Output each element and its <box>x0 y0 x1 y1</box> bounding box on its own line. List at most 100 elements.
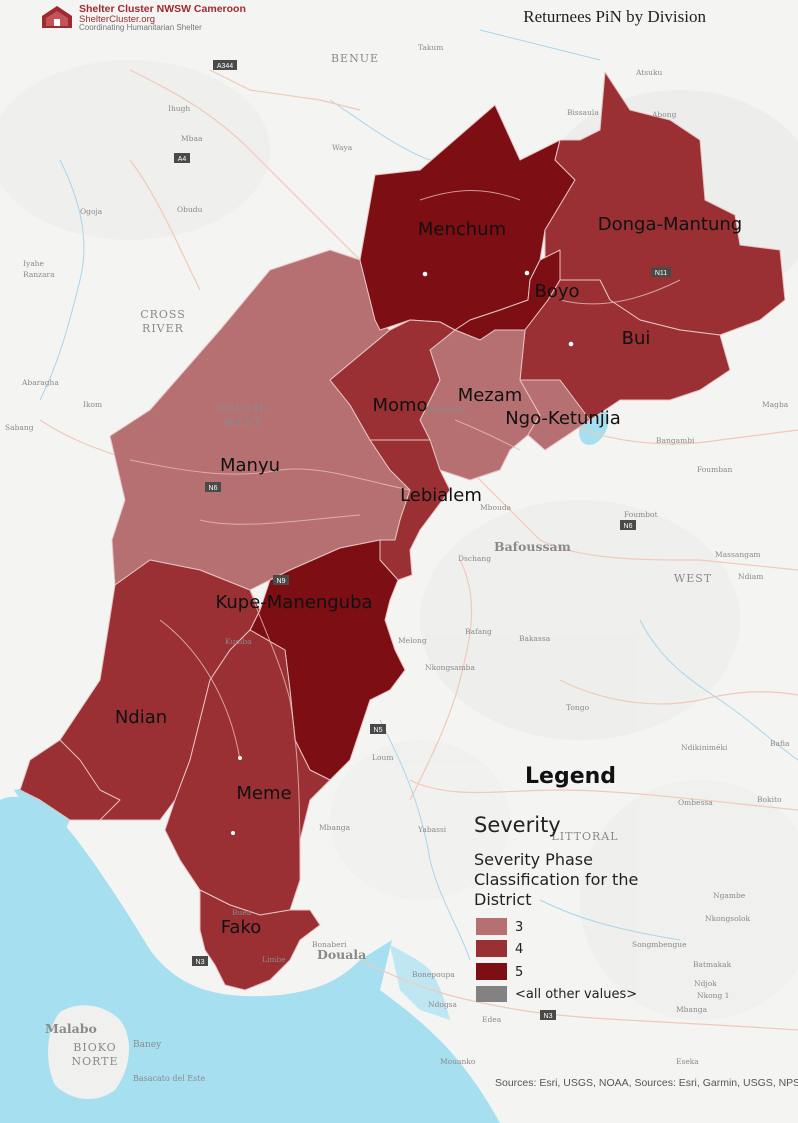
town-label: Songmbengue <box>632 940 687 949</box>
basemap-rivers <box>39 29 798 961</box>
town-label: Dschang <box>458 554 491 563</box>
road-label: A4 <box>178 156 187 163</box>
legend-label-4: 4 <box>515 942 523 957</box>
division-label-meme: Meme <box>236 783 291 804</box>
division-label-ndian: Ndian <box>115 707 167 728</box>
logo-name: Shelter Cluster NWSW Cameroon <box>79 3 246 15</box>
town-label: Ranzara <box>23 270 55 279</box>
town-labels: Takum Atsuku Bissaula Abong Ihugh Mbaa W… <box>5 43 790 1083</box>
town-label: Mouanko <box>440 1057 476 1066</box>
legend-layer: Severity <box>474 813 561 837</box>
town-label: Mbanga <box>676 1005 708 1014</box>
town-label: Edea <box>482 1015 502 1024</box>
division-label-ngo-ketunjia: Ngo-Ketunjia <box>505 408 621 429</box>
road-label: N6 <box>624 523 633 530</box>
town-label: Bafia <box>770 739 790 748</box>
town-label: Mbanga <box>319 823 351 832</box>
town-label: Nkongsamba <box>425 663 475 672</box>
town-label: Ndikiniméki <box>681 743 728 752</box>
town-label: Ihugh <box>168 104 190 113</box>
region-label: BENUE <box>331 52 379 65</box>
division-fako[interactable] <box>199 889 321 991</box>
region-label: SOUTH- <box>217 402 269 415</box>
road-label: N9 <box>277 578 286 585</box>
map-title: Returnees PiN by Division <box>523 7 706 26</box>
division-donga-mantung[interactable] <box>544 71 786 336</box>
road-label: N6 <box>209 485 218 492</box>
town-label: Eseka <box>676 1057 699 1066</box>
legend-description-line: Classification for the <box>474 870 638 889</box>
legend-label-3: 3 <box>515 920 523 935</box>
town-label: Obudu <box>177 205 203 214</box>
legend-description-line: Severity Phase <box>474 850 593 869</box>
town-label: Nkong 1 <box>697 991 729 1000</box>
town-label: Magba <box>762 400 789 409</box>
town-label: Ndiam <box>738 572 763 581</box>
division-label-donga-mantung: Donga-Mantung <box>598 214 743 235</box>
town-label: Kumba <box>225 637 252 646</box>
division-label-lebialem: Lebialem <box>400 485 482 506</box>
shelter-cluster-logo-icon <box>42 6 72 28</box>
road-shields: A344 A4 N11 N6 N9 N5 N3 N6 N3 <box>174 60 671 1020</box>
town-label: Massangam <box>715 550 761 559</box>
town-label: Melong <box>398 636 427 645</box>
division-label-manyu: Manyu <box>220 455 280 476</box>
logo-tagline: Coordinating Humanitarian Shelter <box>79 23 202 32</box>
town-label: Ngambe <box>713 891 746 900</box>
town-label: Limbe <box>262 955 286 964</box>
town-label: Baney <box>133 1040 162 1050</box>
road-label: N3 <box>544 1013 553 1020</box>
legend-label-5: 5 <box>515 965 523 980</box>
legend: Legend Severity Severity Phase Classific… <box>474 764 638 1002</box>
town-label: Foumbot <box>624 510 658 519</box>
region-label: RIVER <box>142 322 184 335</box>
division-label-boyo: Boyo <box>534 281 579 302</box>
town-label: Abong <box>651 110 677 119</box>
city-label: Malabo <box>45 1021 97 1036</box>
town-label: Sabang <box>5 423 34 432</box>
town-label: Takum <box>418 43 443 52</box>
town-label: Bissaula <box>567 108 599 117</box>
region-labels: BENUE CROSS RIVER SOUTH- WEST WEST LITTO… <box>71 52 712 1068</box>
town-label: Atsuku <box>635 68 663 77</box>
division-label-momo: Momo <box>372 395 427 416</box>
road-label: N11 <box>655 270 667 277</box>
town-label: Bokito <box>757 795 782 804</box>
town-label: Iyahe <box>23 259 45 268</box>
ndian-coast-fringe <box>19 739 121 821</box>
city-labels: Bafoussam Douala Malabo <box>45 539 571 1036</box>
town-label: Ombessa <box>678 798 713 807</box>
region-label: BIOKO <box>73 1041 116 1054</box>
division-label-menchum: Menchum <box>418 219 506 240</box>
town-label: Foumban <box>697 465 733 474</box>
division-label-mezam: Mezam <box>458 385 523 406</box>
town-label: Ogoja <box>80 207 103 216</box>
town-label: Tongo <box>566 703 590 712</box>
division-lebialem[interactable] <box>369 439 451 581</box>
town-label: Bonaberi <box>312 940 347 949</box>
town-label: Abaragha <box>21 378 59 387</box>
town-label: Mbouda <box>480 503 512 512</box>
division-label-kupe-manenguba: Kupe-Manenguba <box>215 592 372 613</box>
division-polygons <box>19 71 786 991</box>
town-label: Bamenda <box>428 405 464 414</box>
map-sources: Sources: Esri, USGS, NOAA, Sources: Esri… <box>495 1077 798 1089</box>
basemap-roads <box>39 69 798 1031</box>
town-dots <box>231 270 574 835</box>
region-label: WEST <box>674 572 712 585</box>
logo-site: ShelterCluster.org <box>79 13 156 25</box>
town-label: Loum <box>372 753 393 762</box>
town-label: Buea <box>232 908 252 917</box>
town-label: Waya <box>332 143 353 152</box>
town-label: Bangambi <box>656 436 695 445</box>
region-label: NORTE <box>71 1055 118 1068</box>
town-label: Batmakak <box>693 960 732 969</box>
town-label: Nkongsolok <box>705 914 751 923</box>
legend-title: Legend <box>525 764 616 789</box>
road-label: N3 <box>196 959 205 966</box>
legend-description-line: District <box>474 890 531 909</box>
legend-swatch-3 <box>476 918 507 935</box>
legend-swatch-5 <box>476 963 507 980</box>
region-label: CROSS <box>140 308 186 321</box>
division-ngo-ketunjia[interactable] <box>519 379 591 451</box>
